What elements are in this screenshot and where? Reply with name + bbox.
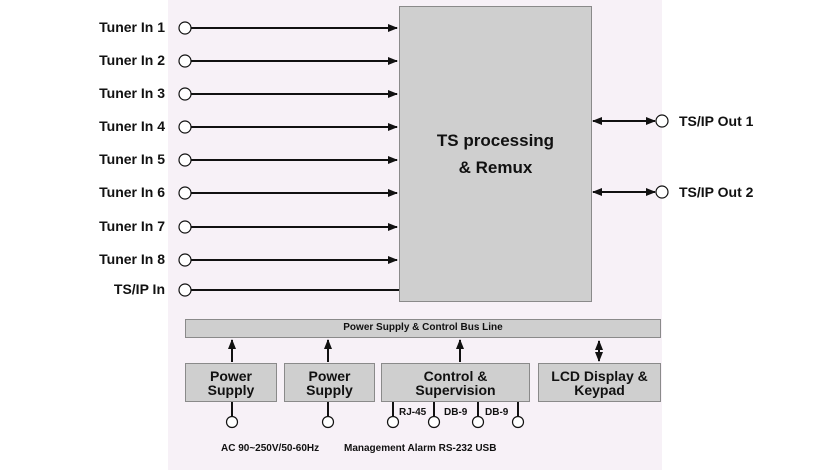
label-tuner-in-2: Tuner In 2 bbox=[99, 52, 165, 68]
lcd-display-keypad-block bbox=[538, 363, 661, 402]
control-supervision-line1: Control & bbox=[423, 368, 488, 384]
output-connectors bbox=[592, 114, 669, 199]
tuner-input-connectors bbox=[191, 24, 399, 291]
label-tuner-in-5: Tuner In 5 bbox=[99, 151, 165, 167]
label-tuner-in-4: Tuner In 4 bbox=[99, 118, 165, 134]
ts-processing-title: TS processing & Remux bbox=[399, 127, 592, 181]
label-tsip-out-1: TS/IP Out 1 bbox=[679, 113, 754, 129]
footer-power-spec: AC 90~250V/50-60Hz bbox=[221, 443, 320, 454]
ts-processing-line2: & Remux bbox=[458, 158, 533, 177]
lcd-display-keypad-line1: LCD Display & bbox=[551, 368, 648, 384]
control-supervision-text: Control & Supervision bbox=[381, 369, 530, 397]
power-supply-2-text: Power Supply bbox=[284, 369, 375, 397]
control-supervision-line2: Supervision bbox=[415, 382, 496, 398]
ts-processing-remux-block bbox=[399, 6, 592, 302]
port-label-rj45: RJ-45 bbox=[399, 407, 427, 418]
footer-management-ports: Management Alarm RS-232 USB bbox=[344, 443, 497, 454]
port-label-db9-a: DB-9 bbox=[444, 407, 468, 418]
power-supply-2-line1: Power bbox=[308, 368, 351, 384]
power-supply-1-line2: Supply bbox=[207, 382, 255, 398]
label-tsip-out-2: TS/IP Out 2 bbox=[679, 184, 754, 200]
port-label-db9-b: DB-9 bbox=[485, 407, 509, 418]
label-tuner-in-8: Tuner In 8 bbox=[99, 251, 165, 267]
bottom-port-connectors bbox=[225, 402, 525, 429]
label-tsip-in: TS/IP In bbox=[113, 281, 165, 297]
lcd-display-keypad-text: LCD Display & Keypad bbox=[538, 369, 661, 397]
lcd-display-keypad-line2: Keypad bbox=[574, 382, 625, 398]
power-supply-1-block bbox=[185, 363, 277, 402]
label-tuner-in-1: Tuner In 1 bbox=[99, 19, 165, 35]
label-tuner-in-7: Tuner In 7 bbox=[99, 218, 165, 234]
power-control-bus-bar bbox=[185, 319, 661, 338]
bus-connectors bbox=[228, 339, 603, 362]
power-supply-1-line1: Power bbox=[209, 368, 252, 384]
power-supply-2-line2: Supply bbox=[306, 382, 353, 398]
power-supply-1-text: Power Supply bbox=[185, 369, 277, 397]
label-tuner-in-3: Tuner In 3 bbox=[99, 85, 165, 101]
input-port-circles bbox=[178, 21, 192, 297]
power-supply-2-block bbox=[284, 363, 375, 402]
control-supervision-block bbox=[381, 363, 530, 402]
ts-processing-line1: TS processing bbox=[436, 131, 555, 150]
label-tuner-in-6: Tuner In 6 bbox=[99, 184, 165, 200]
bus-label: Power Supply & Control Bus Line bbox=[343, 322, 503, 333]
